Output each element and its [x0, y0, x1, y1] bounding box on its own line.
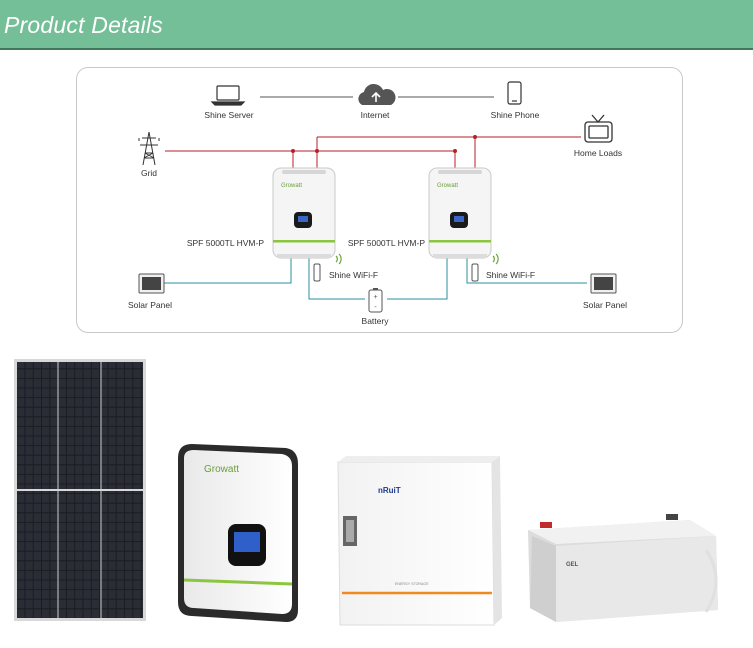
ac-connections: [165, 136, 581, 168]
label-battery: Battery: [362, 316, 390, 326]
battery-cabinet-photo: nRuiT ENERGY STORAGE: [337, 456, 502, 626]
inverter-photo: Growatt: [178, 444, 298, 622]
product-photos-svg: Growatt nRuiT ENERGY STORAGE GEL: [14, 359, 718, 626]
label-wifi-left: Shine WiFi-F: [329, 270, 378, 280]
label-wifi-right: Shine WiFi-F: [486, 270, 535, 280]
battery-icon: + -: [368, 288, 383, 313]
system-diagram: Shine Server Internet Shine Phone Grid H…: [76, 67, 683, 333]
label-internet: Internet: [361, 110, 390, 120]
inverter-photo-brand: Growatt: [204, 464, 239, 475]
cabinet-brand: nRuiT: [378, 486, 401, 495]
ac-junction: [315, 149, 319, 153]
link-battery-right: [387, 258, 448, 300]
phone-icon: [507, 81, 522, 105]
label-solar-right: Solar Panel: [583, 300, 627, 310]
svg-text:+: +: [373, 294, 377, 301]
solar-panel-icon: [138, 273, 165, 294]
inverter-right-brand: Growatt: [437, 183, 458, 189]
wifi-dongle-icon: [471, 253, 499, 282]
ac-junction: [453, 149, 457, 153]
ac-junction: [473, 135, 477, 139]
section-title: Product Details: [4, 12, 163, 38]
section-header: Product Details: [0, 0, 753, 50]
label-grid: Grid: [141, 168, 157, 178]
dc-connections: [164, 258, 587, 300]
inverter-left-brand: Growatt: [281, 183, 302, 189]
svg-text:-: -: [374, 304, 377, 311]
system-diagram-svg: Shine Server Internet Shine Phone Grid H…: [128, 81, 627, 326]
wifi-dongle-icon: [313, 253, 342, 282]
label-shine-phone: Shine Phone: [491, 110, 540, 120]
label-inverter-right: SPF 5000TL HVM-P: [348, 238, 425, 248]
tv-icon: [584, 114, 613, 143]
label-shine-server: Shine Server: [204, 110, 253, 120]
label-home-loads: Home Loads: [574, 148, 622, 158]
power-tower-icon: [138, 131, 160, 166]
label-inverter-left: SPF 5000TL HVM-P: [187, 238, 264, 248]
link-solar-left: [164, 258, 292, 284]
gel-battery-photo: GEL: [528, 514, 718, 622]
inverter-left: Growatt: [272, 167, 336, 259]
gel-battery-label: GEL: [566, 562, 579, 568]
solar-panel-icon: [590, 273, 617, 294]
link-battery-left: [308, 258, 365, 300]
cabinet-sub: ENERGY STORAGE: [395, 582, 429, 586]
cloud-icon: [358, 83, 396, 105]
solar-panel-photo: [14, 359, 146, 621]
ac-junction: [291, 149, 295, 153]
label-solar-left: Solar Panel: [128, 300, 172, 310]
product-photos: Growatt nRuiT ENERGY STORAGE GEL: [0, 340, 753, 640]
laptop-icon: [210, 85, 246, 106]
inverter-right: Growatt: [428, 167, 492, 259]
link-solar-right: [466, 258, 587, 284]
